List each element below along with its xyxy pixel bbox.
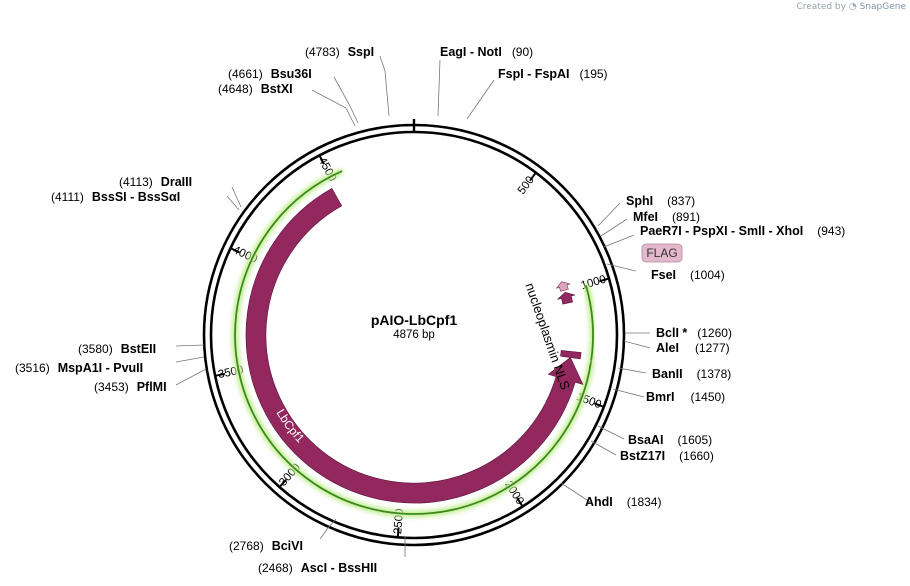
enzyme-name[interactable]: BstZ17I: [620, 449, 665, 463]
enzyme-pos: (2768): [229, 539, 264, 553]
enzyme-pos: (1004): [690, 268, 725, 282]
enzyme-name[interactable]: MfeI: [633, 210, 658, 224]
tick-mark: [214, 372, 226, 377]
enzyme-name[interactable]: FseI: [651, 268, 676, 282]
enzyme-labels: (4783) SspI EagI - NotI (90) FspI - FspAI (…: [15, 45, 845, 575]
enzyme-pos: (891): [672, 210, 700, 224]
svg-text:(3580)BstEII: (3580) BstEII: [78, 342, 156, 356]
enzyme-name[interactable]: FspI - FspAI: [498, 67, 570, 81]
feature-nls-small-arrow[interactable]: [557, 291, 576, 305]
enzyme-pos: (2468): [258, 561, 293, 575]
svg-text:BsaAI(1605): BsaAI (1605): [628, 433, 712, 447]
enzyme-name[interactable]: EagI - NotI: [440, 45, 502, 59]
enzyme-pos: (3453): [94, 380, 129, 394]
enzyme-pos: (3580): [78, 342, 113, 356]
enzyme-name[interactable]: PaeR7I - PspXI - SmlI - XhoI: [640, 224, 803, 238]
enzyme-name[interactable]: BciVI: [272, 539, 303, 553]
enzyme-name[interactable]: SspI: [348, 45, 374, 59]
enzyme-pos: (1605): [677, 433, 712, 447]
enzyme-name[interactable]: BstEII: [121, 342, 156, 356]
enzyme-pos: (943): [817, 224, 845, 238]
svg-text:FspI - FspAI(195): FspI - FspAI (195): [498, 67, 608, 81]
enzyme-pos: (4661): [228, 67, 263, 81]
svg-text:(4113)DraIII: (4113) DraIII: [119, 175, 192, 189]
tick-mark: [318, 154, 325, 165]
enzyme-pos: (4113): [119, 175, 153, 189]
enzyme-name[interactable]: SphI: [626, 194, 653, 208]
enzyme-name[interactable]: BclI *: [656, 326, 687, 340]
tick-mark: [599, 277, 610, 283]
plasmid-name: pAIO-LbCpf1: [371, 312, 458, 328]
credit-brand: SnapGene: [859, 2, 906, 12]
credit-prefix: Created by: [796, 2, 846, 12]
svg-text:(4783)SspI: (4783) SspI: [305, 45, 374, 59]
enzyme-name[interactable]: AhdI: [585, 495, 613, 509]
enzyme-name[interactable]: BmrI: [646, 390, 674, 404]
enzyme-name[interactable]: BsaAI: [628, 433, 663, 447]
tick-mark: [396, 527, 400, 538]
enzyme-pos: (837): [667, 194, 695, 208]
enzyme-pos: (90): [512, 45, 533, 59]
enzyme-leader-lines: [175, 55, 651, 557]
tick-mark: [230, 247, 240, 254]
tick-mark: [594, 402, 605, 408]
svg-text:SphI(837): SphI (837): [626, 194, 695, 208]
feature-flag-arrow[interactable]: [555, 281, 571, 292]
tick-label: 500: [516, 174, 537, 197]
snapgene-logo-icon: ◔: [848, 2, 857, 12]
tick-mark: [278, 478, 287, 488]
enzyme-pos: (1260): [697, 326, 732, 340]
enzyme-name[interactable]: BssSI - BssSαI: [92, 190, 180, 204]
tick-marks: [214, 154, 610, 538]
enzyme-pos: (1378): [697, 367, 732, 381]
enzyme-name[interactable]: Bsu36I: [271, 67, 312, 81]
enzyme-name[interactable]: BanII: [652, 367, 683, 381]
snapgene-credit: Created by ◔ SnapGene: [796, 2, 906, 12]
svg-text:(4648)BstXI: (4648) BstXI: [218, 82, 293, 96]
svg-text:(2468)AscI - BssHII: (2468) AscI - BssHII: [258, 561, 377, 575]
svg-text:MfeI(891): MfeI (891): [633, 210, 700, 224]
svg-text:BstZ17I(1660): BstZ17I (1660): [620, 449, 714, 463]
svg-text:AhdI(1834): AhdI (1834): [585, 495, 661, 509]
svg-text:FseI(1004): FseI (1004): [651, 268, 725, 282]
enzyme-name[interactable]: AscI - BssHII: [301, 561, 377, 575]
flag-label-box: [641, 243, 683, 263]
nls-orf-line: [585, 284, 594, 361]
enzyme-name[interactable]: MspA1I - PvuII: [58, 361, 143, 375]
tick-mark: [516, 497, 524, 508]
lbcpf1-orf-line: [234, 170, 593, 515]
enzyme-pos: (1660): [679, 449, 714, 463]
enzyme-pos: (3516): [15, 361, 50, 375]
enzyme-pos: (195): [580, 67, 608, 81]
tick-mark: [529, 172, 537, 182]
plasmid-size: 4876 bp: [393, 329, 435, 341]
enzyme-name[interactable]: AleI: [656, 341, 679, 355]
enzyme-name[interactable]: BstXI: [261, 82, 293, 96]
svg-text:PaeR7I - PspXI - SmlI -: PaeR7I - PspXI - SmlI - XhoI (943): [640, 224, 845, 238]
feature-nucleoplasmin-nls-arrow[interactable]: [560, 350, 582, 360]
flag-label: FLAG: [646, 246, 677, 260]
svg-text:BmrI(1450): BmrI (1450): [646, 390, 725, 404]
enzyme-pos: (1277): [695, 341, 730, 355]
svg-text:(2768)BciVI: (2768) BciVI: [229, 539, 303, 553]
svg-text:EagI - NotI(90): EagI - NotI (90): [440, 45, 533, 59]
enzyme-pos: (4783): [305, 45, 340, 59]
svg-text:BanII(1378): BanII (1378): [652, 367, 731, 381]
enzyme-name[interactable]: DraIII: [161, 175, 192, 189]
svg-text:BclI *(1260): BclI * (1260): [656, 326, 732, 340]
svg-text:(3516)MspA1I - PvuII: (3516) MspA1I - PvuII: [15, 361, 143, 375]
enzyme-pos: (1834): [627, 495, 662, 509]
svg-text:(3453)PflMI: (3453) PflMI: [94, 380, 167, 394]
enzyme-name[interactable]: PflMI: [137, 380, 167, 394]
enzyme-pos: (4648): [218, 82, 253, 96]
enzyme-pos: (1450): [690, 390, 725, 404]
feature-lbcpf1-arrow[interactable]: [245, 187, 584, 504]
svg-text:(4111)BssSI - BssSαI: (4111) BssSI - BssSαI: [51, 190, 180, 204]
enzyme-pos: (4111): [51, 190, 84, 204]
svg-text:AleI(1277): AleI (1277): [656, 341, 730, 355]
svg-text:(4661)Bsu36I: (4661) Bsu36I: [228, 67, 312, 81]
